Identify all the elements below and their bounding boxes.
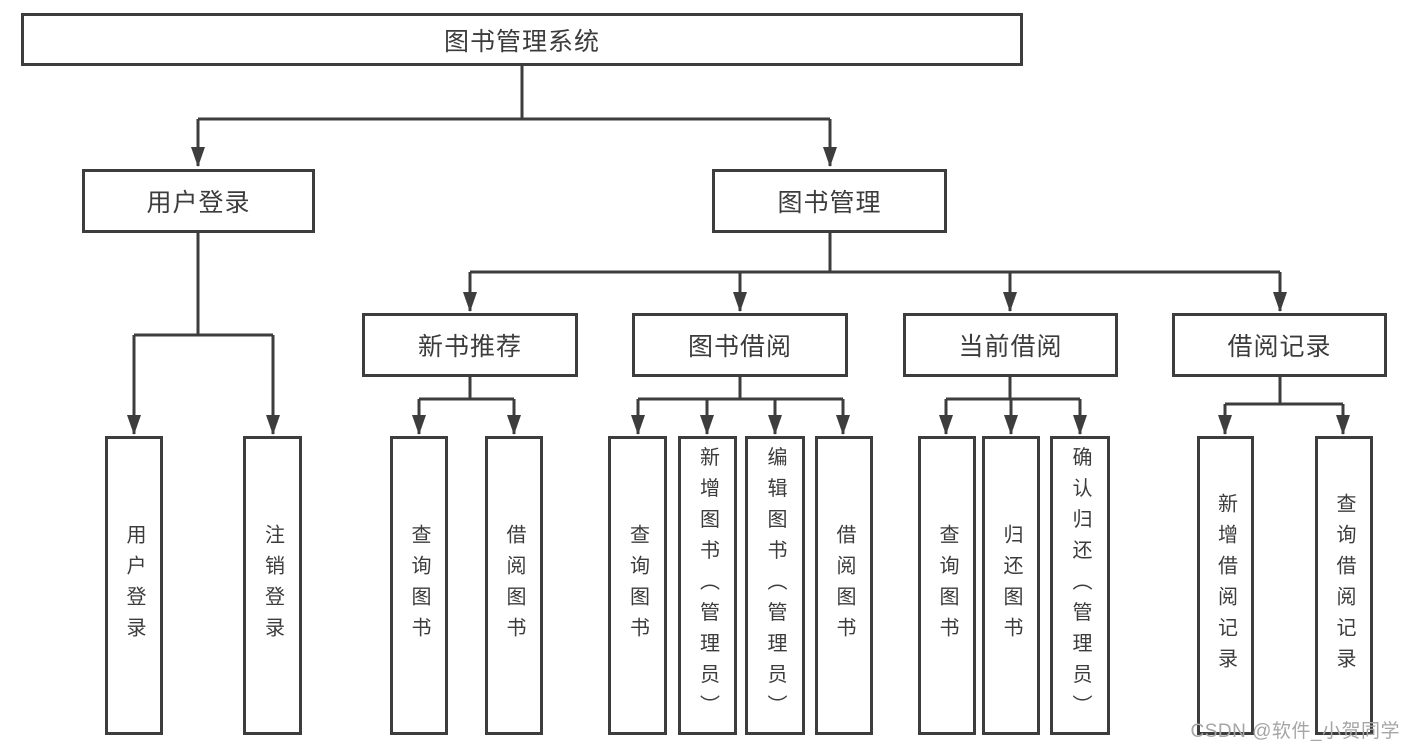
leaf-add-borrow-record: 新增借阅记录 bbox=[1197, 436, 1254, 735]
leaf-confirm-return-admin: 确认归还（管理员） bbox=[1050, 436, 1110, 735]
node-new-book-recommend: 新书推荐 bbox=[362, 313, 578, 377]
node-current-borrow: 当前借阅 bbox=[903, 313, 1118, 377]
leaf-label: 查询图书 bbox=[936, 523, 958, 648]
node-user-login: 用户登录 bbox=[82, 169, 315, 233]
leaf-label: 用户登录 bbox=[123, 523, 145, 648]
leaf-label: 查询图书 bbox=[626, 523, 649, 648]
leaf-user-login: 用户登录 bbox=[105, 436, 163, 735]
leaf-edit-book-admin: 编辑图书（管理员） bbox=[745, 436, 805, 735]
leaf-label: 注销登录 bbox=[261, 523, 284, 648]
leaf-query-book: 查询图书 bbox=[608, 436, 667, 735]
leaf-label: 借阅图书 bbox=[833, 523, 855, 648]
leaf-query-book: 查询图书 bbox=[390, 436, 448, 735]
node-borrow-record: 借阅记录 bbox=[1172, 313, 1387, 377]
leaf-label: 新增借阅记录 bbox=[1214, 492, 1237, 679]
node-book-borrow: 图书借阅 bbox=[632, 313, 848, 377]
leaf-logout: 注销登录 bbox=[243, 436, 302, 735]
leaf-label: 归还图书 bbox=[1000, 523, 1022, 648]
node-root: 图书管理系统 bbox=[21, 13, 1023, 66]
leaf-return-book: 归还图书 bbox=[982, 436, 1040, 735]
leaf-label: 新增图书（管理员） bbox=[696, 446, 719, 725]
leaf-label: 查询借阅记录 bbox=[1333, 492, 1355, 679]
leaf-borrow-book: 借阅图书 bbox=[485, 436, 543, 735]
leaf-borrow-book: 借阅图书 bbox=[815, 436, 873, 735]
leaf-label: 借阅图书 bbox=[503, 523, 525, 648]
leaf-label: 编辑图书（管理员） bbox=[764, 446, 786, 725]
leaf-label: 确认归还（管理员） bbox=[1069, 446, 1091, 725]
node-book-management: 图书管理 bbox=[712, 169, 947, 233]
leaf-add-book-admin: 新增图书（管理员） bbox=[678, 436, 737, 735]
leaf-query-book: 查询图书 bbox=[918, 436, 976, 735]
leaf-query-borrow-record: 查询借阅记录 bbox=[1315, 436, 1373, 735]
leaf-label: 查询图书 bbox=[408, 523, 430, 648]
csdn-watermark: CSDN @软件_小贺同学 bbox=[1190, 721, 1400, 742]
